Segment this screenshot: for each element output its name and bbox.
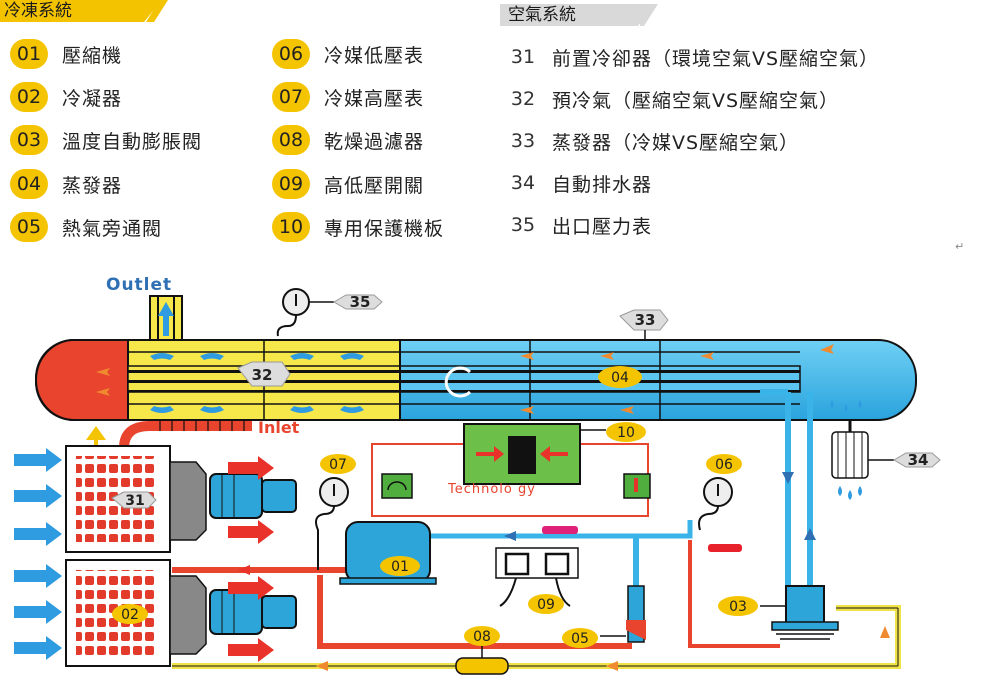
legend-label: 冷媒高壓表 [324,87,425,110]
legend-number: 32 [510,88,536,110]
precooler-fan-motor [169,461,297,541]
expansion-valve: 03 [718,585,839,640]
legend-number-badge: 04 [10,169,48,199]
svg-text:31: 31 [125,493,144,509]
legend-item-evaporator: 04 蒸發器 [10,167,122,201]
callout-08: 08 [473,629,491,645]
legend-item-condenser: 02 冷凝器 [10,80,122,114]
legend-label: 冷媒低壓表 [324,44,425,67]
callout-01: 01 [391,559,409,575]
return-arrow-icon [444,366,472,398]
legend-number-badge: 03 [10,125,48,155]
legend-item-air-evaporator: 33 蒸發器（冷媒VS壓縮空氣） [506,124,799,158]
legend-number-badge: 06 [272,39,310,69]
legend-item-outlet-gauge: 35 出口壓力表 [506,208,652,242]
legend-number-badge: 08 [272,125,310,155]
legend-label: 前置冷卻器（環境空氣VS壓縮空氣） [552,47,880,70]
legend-label: 出口壓力表 [552,215,653,238]
legend-label: 預冷氣（壓縮空氣VS壓縮空氣） [552,89,840,112]
legend-item-pre-cooling: 32 預冷氣（壓縮空氣VS壓縮空氣） [506,82,839,116]
callout-05: 05 [571,631,589,647]
hot-gas-bypass-valve: 05 [562,585,646,648]
callout-33: 33 [619,309,669,340]
svg-text:33: 33 [635,311,656,329]
callout-02: 02 [112,604,148,624]
legend-label: 自動排水器 [552,173,653,196]
legend-label: 乾燥過濾器 [324,130,425,153]
air-header-stripe-decoration [640,4,658,26]
pressure-switch: 09 [495,547,579,614]
callout-32: 32 [237,361,291,387]
hot-gas-line [317,575,632,649]
suction-line [430,520,693,539]
callout-06: 06 [715,457,733,473]
legend-number-badge: 07 [272,82,310,112]
legend-label: 冷凝器 [62,87,123,110]
svg-text:04: 04 [611,370,629,386]
outlet-label: Outlet [106,275,172,295]
dryer-system-diagram: Outlet 32 04 33 [14,275,941,675]
flow-direction-arrows [316,626,890,671]
high-pressure-gauge: 07 [315,454,356,570]
legend-item-pressure-switch: 09 高低壓開關 [272,167,424,201]
technology-label: Technolo gy [447,482,536,497]
condenser-fan-motor [169,575,297,655]
legend-item-filter-drier: 08 乾燥過濾器 [272,123,424,157]
legend-item-auto-drain: 34 自動排水器 [506,166,652,200]
legend-item-protection-board: 10 專用保護機板 [272,210,444,244]
legend-number: 35 [510,214,536,236]
heat-arrows [96,344,834,414]
legend-label: 蒸發器（冷媒VS壓縮空氣） [552,131,800,154]
callout-34: 34 [908,451,929,469]
inlet-label: Inlet [258,418,300,437]
callout-10: 10 [580,422,646,442]
callout-03: 03 [729,599,747,615]
legend-label: 專用保護機板 [324,217,445,240]
callout-04: 04 [598,366,642,388]
callout-07: 07 [329,457,347,473]
airflow-arrows [150,353,364,413]
up-arrow-icon [86,426,106,448]
svg-text:10: 10 [617,425,635,441]
header-stripe-decoration [140,0,168,22]
legend-item-low-pressure-gauge: 06 冷媒低壓表 [272,37,424,71]
legend-item-hot-gas-bypass: 05 熱氣旁通閥 [10,210,162,244]
legend-number-badge: 01 [10,39,48,69]
legend-label: 熱氣旁通閥 [62,217,163,240]
legend-label: 溫度自動膨脹閥 [62,130,203,153]
air-system-header: 空氣系統 [500,4,654,26]
legend-item-expansion-valve: 03 溫度自動膨脹閥 [10,123,202,157]
compressor: 01 [339,521,437,585]
svg-text:02: 02 [121,607,139,623]
filter-drier: 08 [455,626,509,675]
callout-09: 09 [537,597,555,613]
legend-number: 33 [510,130,536,152]
callout-31: 31 [111,491,157,509]
legend-number-badge: 02 [10,82,48,112]
exhaust-air-arrows [228,456,274,662]
inlet-pipe [119,421,252,449]
high-pressure-sensor [381,473,413,499]
legend-item-high-pressure-gauge: 07 冷媒高壓表 [272,80,424,114]
legend-number-badge: 10 [272,212,310,242]
legend-item-compressor: 01 壓縮機 [10,37,122,71]
refrigeration-system-header: 冷凍系統 [0,0,162,22]
outlet-arrow-icon [158,302,174,336]
legend-item-precooler: 31 前置冷卻器（環境空氣VS壓縮空氣） [506,40,879,74]
legend-number: 31 [510,46,536,68]
legend-number-badge: 05 [10,212,48,242]
legend-label: 壓縮機 [62,44,123,67]
low-pressure-gauge: 06 [698,454,742,531]
legend-number: 34 [510,172,536,194]
callout-35: 35 [350,293,371,311]
svg-text:32: 32 [252,366,273,384]
legend-label: 蒸發器 [62,174,123,197]
suction-marker [542,526,578,534]
return-mark: ↵ [955,240,965,253]
legend-number-badge: 09 [272,169,310,199]
outlet-pressure-gauge: 35 [276,288,383,337]
auto-drain: 34 [830,400,941,500]
ambient-air-arrows [14,448,62,660]
legend-label: 高低壓開關 [324,174,425,197]
